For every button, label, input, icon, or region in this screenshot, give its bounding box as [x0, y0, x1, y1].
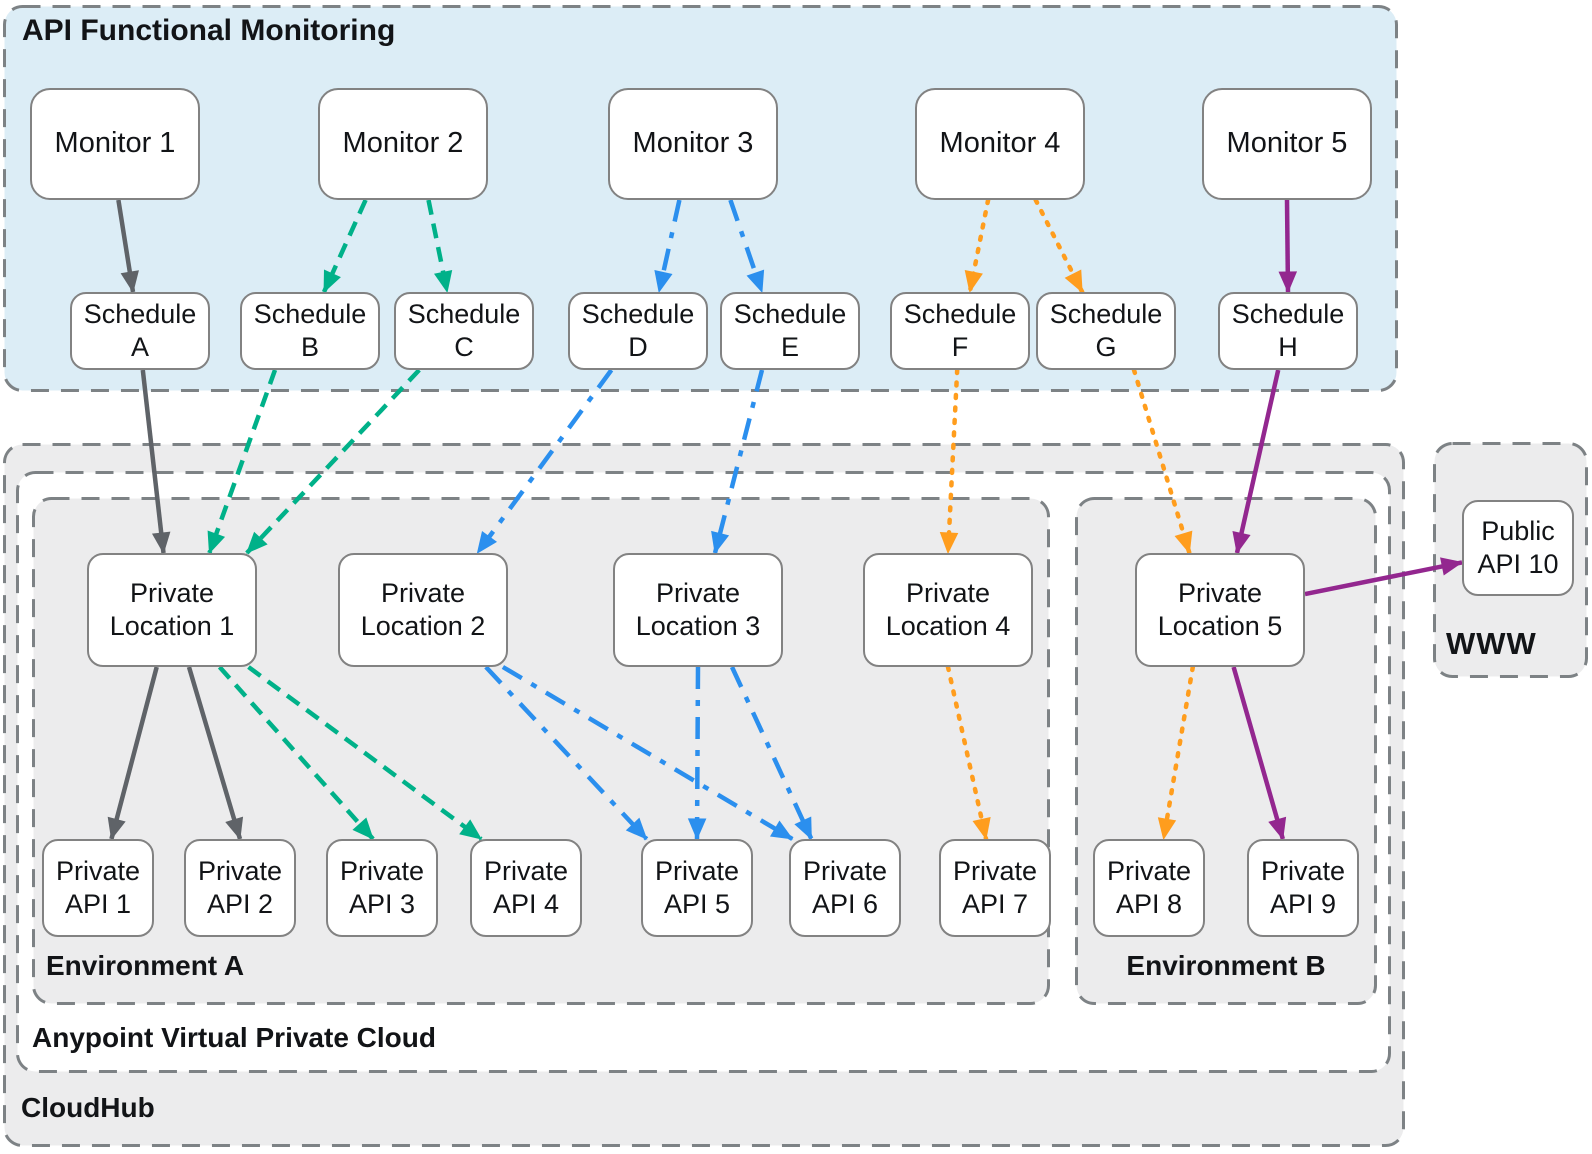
edge-private_location1-to-private_api2	[186, 666, 244, 841]
node-schedule-a: Schedule A	[70, 292, 210, 370]
node-label: Schedule B	[253, 298, 367, 362]
node-private-api-3: Private API 3	[326, 839, 438, 937]
node-schedule-f: Schedule F	[890, 292, 1030, 370]
edge-monitor1-to-schedule_a	[116, 199, 139, 294]
edge-schedule_b-to-private_location1	[207, 369, 278, 555]
node-monitor-1: Monitor 1	[30, 88, 200, 200]
node-label: Monitor 5	[1226, 127, 1348, 160]
node-private-api-1: Private API 1	[42, 839, 154, 937]
edge-monitor3-to-schedule_e	[728, 199, 765, 294]
node-private-location-3: Private Location 3	[613, 553, 783, 667]
edge-schedule_a-to-private_location1	[140, 369, 171, 555]
edge-private_location3-to-private_api5	[687, 666, 707, 841]
node-private-api-7: Private API 7	[939, 839, 1051, 937]
node-private-location-5: Private Location 5	[1135, 553, 1305, 667]
node-private-api-5: Private API 5	[641, 839, 753, 937]
edge-schedule_e-to-private_location3	[711, 369, 765, 555]
edge-schedule_c-to-private_location1	[245, 368, 421, 555]
node-label: Monitor 3	[632, 127, 754, 160]
node-schedule-b: Schedule B	[240, 292, 380, 370]
edge-monitor4-to-schedule_f	[964, 197, 991, 295]
node-monitor-3: Monitor 3	[608, 88, 778, 200]
node-label: Private API 8	[1106, 855, 1192, 919]
edge-private_location1-to-private_api4	[247, 665, 483, 841]
node-label: Private API 4	[483, 855, 569, 919]
node-schedule-g: Schedule G	[1036, 292, 1176, 370]
node-private-api-8: Private API 8	[1093, 839, 1205, 937]
edge-schedule_h-to-private_location5	[1232, 369, 1281, 555]
edge-private_location5-to-public_api10	[1304, 557, 1464, 597]
edge-private_location4-to-private_api7	[945, 664, 991, 842]
node-label: Private API 5	[654, 855, 740, 919]
node-private-location-1: Private Location 1	[87, 553, 257, 667]
node-label: Monitor 2	[342, 127, 464, 160]
node-label: Private Location 4	[885, 577, 1011, 641]
node-label: Private API 3	[339, 855, 425, 919]
node-monitor-5: Monitor 5	[1202, 88, 1372, 200]
edge-schedule_f-to-private_location4	[939, 367, 960, 556]
node-private-api-9: Private API 9	[1247, 839, 1359, 937]
node-label: Schedule G	[1049, 298, 1163, 362]
edge-private_location1-to-private_api3	[217, 665, 375, 841]
node-label: Schedule E	[733, 298, 847, 362]
node-monitor-2: Monitor 2	[318, 88, 488, 200]
node-label: Private Location 2	[360, 577, 486, 641]
edge-private_location2-to-private_api5	[484, 665, 649, 841]
node-label: Schedule A	[83, 298, 197, 362]
node-label: Public API 10	[1477, 515, 1559, 579]
node-label: Schedule H	[1231, 298, 1345, 362]
edge-private_location2-to-private_api6	[501, 665, 794, 841]
node-label: Schedule C	[407, 298, 521, 362]
node-label: Private Location 3	[635, 577, 761, 641]
node-label: Schedule D	[581, 298, 695, 362]
node-private-api-4: Private API 4	[470, 839, 582, 937]
edge-private_location3-to-private_api6	[729, 666, 814, 840]
node-schedule-e: Schedule E	[720, 292, 860, 370]
node-schedule-h: Schedule H	[1218, 292, 1358, 370]
node-label: Private API 1	[55, 855, 141, 919]
node-label: Private API 2	[197, 855, 283, 919]
node-monitor-4: Monitor 4	[915, 88, 1085, 200]
node-private-location-4: Private Location 4	[863, 553, 1033, 667]
node-label: Private API 7	[952, 855, 1038, 919]
node-label: Monitor 4	[939, 127, 1061, 160]
edge-monitor2-to-schedule_c	[426, 199, 453, 294]
node-label: Monitor 1	[54, 127, 176, 160]
edge-monitor4-to-schedule_g	[1033, 197, 1085, 295]
edge-private_location5-to-private_api9	[1231, 666, 1287, 841]
node-label: Private API 6	[802, 855, 888, 919]
node-private-api-6: Private API 6	[789, 839, 901, 937]
node-public-api-10: Public API 10	[1462, 500, 1574, 596]
edge-lines-layer	[107, 197, 1464, 842]
edge-schedule_d-to-private_location2	[475, 368, 614, 555]
edge-private_location1-to-private_api1	[107, 666, 159, 841]
edge-monitor3-to-schedule_d	[654, 199, 682, 294]
node-label: Schedule F	[903, 298, 1017, 362]
node-label: Private Location 5	[1157, 577, 1283, 641]
edge-private_location5-to-private_api8	[1157, 664, 1196, 842]
node-private-api-2: Private API 2	[184, 839, 296, 937]
edge-monitor2-to-schedule_b	[321, 199, 368, 293]
node-label: Private Location 1	[109, 577, 235, 641]
edge-monitor5-to-schedule_h	[1278, 199, 1298, 294]
node-label: Private API 9	[1260, 855, 1346, 919]
node-schedule-c: Schedule C	[394, 292, 534, 370]
node-private-location-2: Private Location 2	[338, 553, 508, 667]
node-schedule-d: Schedule D	[568, 292, 708, 370]
